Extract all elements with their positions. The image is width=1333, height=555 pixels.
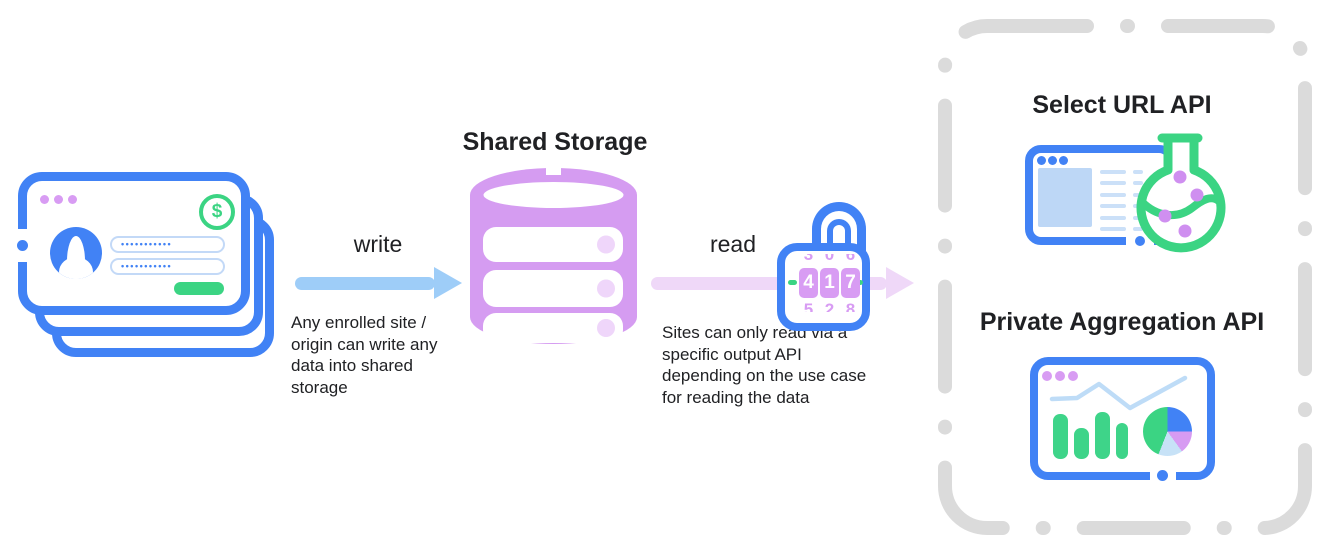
image-placeholder [1038, 168, 1092, 227]
border-dot [1157, 470, 1168, 481]
border-dot [17, 240, 28, 251]
user-avatar-icon [50, 227, 102, 279]
bar-chart-bar [1116, 423, 1128, 459]
bar-chart-bar [1053, 414, 1068, 459]
database-icon [470, 163, 637, 344]
lock-shackle-inner [827, 219, 851, 254]
dial-digit-above: 3 [803, 254, 814, 264]
line-chart-icon [1049, 375, 1188, 411]
select-url-api-title: Select URL API [1032, 91, 1212, 119]
avatar-shoulders [59, 257, 93, 279]
dial-digit: 4 [799, 268, 818, 298]
window-control-dot [1037, 156, 1046, 165]
dial-digit: 7 [841, 268, 860, 298]
window-control-dot [40, 195, 49, 204]
read-description: Sites can only read via a specific outpu… [662, 323, 867, 407]
lock-shackle-outer [812, 202, 866, 254]
dial-digit-below: 2 [824, 300, 835, 312]
password-field-2: ••••••••••• [110, 258, 225, 275]
output-apis-container-border [938, 19, 1312, 535]
window-control-dot [1048, 156, 1057, 165]
private-aggregation-api-title: Private Aggregation API [979, 308, 1265, 336]
dial-wheel-3: 6 7 8 [841, 254, 860, 312]
password-dots: ••••••••••• [121, 239, 173, 249]
write-arrow-head-icon [434, 267, 462, 299]
window-control-dot [1042, 371, 1052, 381]
bar-chart-bar [1095, 412, 1110, 459]
pie-chart-icon [1143, 407, 1192, 456]
dial-digit-below: 5 [803, 300, 814, 312]
dial-wheel-2: 0 1 2 [820, 254, 839, 312]
dial-digit: 1 [820, 268, 839, 298]
window-control-dot [54, 195, 63, 204]
shared-storage-title: Shared Storage [462, 128, 648, 156]
private-aggregation-window-icon [1030, 357, 1215, 480]
read-arrow-head-icon [886, 267, 914, 299]
dollar-glyph: $ [211, 201, 223, 222]
dial-digit-above: 0 [824, 254, 835, 264]
login-button [174, 282, 224, 295]
bar-chart-bar [1074, 428, 1089, 459]
dollar-icon: $ [199, 194, 235, 230]
password-dots: ••••••••••• [121, 261, 173, 271]
window-control-dot [1068, 371, 1078, 381]
browser-window-login: $ ••••••••••• ••••••••••• [18, 172, 250, 315]
write-label: write [353, 231, 403, 257]
write-description: Any enrolled site / origin can write any… [291, 313, 438, 397]
password-field-1: ••••••••••• [110, 236, 225, 253]
read-label: read [709, 231, 757, 257]
window-control-dot [1055, 371, 1065, 381]
dial-wheel-1: 3 4 5 [799, 254, 818, 312]
window-control-dot [68, 195, 77, 204]
dial-marker-left [788, 280, 797, 285]
write-arrow [295, 277, 435, 290]
border-dot [1135, 236, 1145, 246]
flask-icon [1136, 133, 1226, 253]
window-control-dot [1059, 156, 1068, 165]
dial-digit-below: 8 [845, 300, 856, 312]
dial-digit-above: 6 [845, 254, 856, 264]
